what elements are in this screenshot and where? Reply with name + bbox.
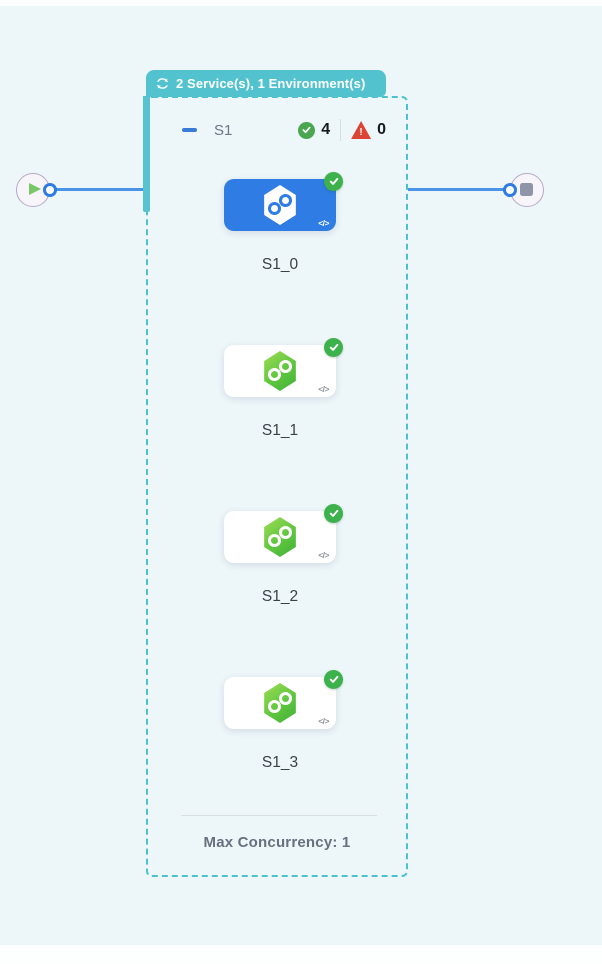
stage-summary-badge[interactable]: 2 Service(s), 1 Environment(s) — [146, 70, 386, 97]
step-label: S1_0 — [261, 256, 299, 273]
stage-summary-label: 2 Service(s), 1 Environment(s) — [176, 76, 366, 91]
service-hexagon-icon — [264, 517, 296, 557]
play-icon — [29, 183, 41, 195]
step-card[interactable]: </> — [224, 504, 343, 563]
step-status-success-icon — [324, 172, 343, 191]
step-label: S1_2 — [261, 588, 299, 605]
step-card[interactable]: </> — [224, 670, 343, 729]
canvas-top-strip — [0, 0, 602, 6]
count-divider — [340, 119, 342, 141]
step-card[interactable]: </> — [224, 338, 343, 397]
stop-icon — [520, 183, 533, 196]
end-node-connector-port — [503, 183, 517, 197]
start-node-connector-port — [43, 183, 57, 197]
step-card[interactable]: </> — [224, 172, 343, 231]
step-group: </> S1_1 — [224, 338, 343, 455]
step-group: </> S1_2 — [224, 504, 343, 621]
footer-divider — [181, 815, 377, 816]
error-count: 0 — [377, 121, 386, 138]
success-count: 4 — [321, 121, 331, 138]
step-status-success-icon — [324, 338, 343, 357]
edge-stage-to-end — [408, 188, 506, 191]
collapse-stage-button[interactable] — [182, 128, 197, 132]
edge-start-to-stage — [50, 188, 146, 191]
stage-header: S1 4 ! 0 — [146, 115, 408, 145]
code-icon: </> — [318, 218, 329, 228]
loop-icon — [155, 77, 170, 90]
code-icon: </> — [318, 550, 329, 560]
step-group: </> S1_3 — [224, 670, 343, 787]
service-hexagon-icon — [264, 185, 296, 225]
step-status-success-icon — [324, 504, 343, 523]
code-icon: </> — [318, 384, 329, 394]
service-hexagon-icon — [264, 351, 296, 391]
success-count-icon — [298, 121, 316, 139]
stage-group-container[interactable] — [146, 96, 408, 877]
canvas-bottom-strip — [0, 945, 602, 964]
step-status-success-icon — [324, 670, 343, 689]
step-label: S1_3 — [261, 754, 299, 771]
service-hexagon-icon — [264, 683, 296, 723]
step-group: </> S1_0 — [224, 172, 343, 289]
stage-highlight-bar — [143, 96, 150, 212]
code-icon: </> — [318, 716, 329, 726]
max-concurrency-label: Max Concurrency: 1 — [203, 834, 351, 851]
stage-name: S1 — [214, 121, 233, 139]
error-count-icon: ! — [351, 121, 372, 139]
step-label: S1_1 — [261, 422, 299, 439]
